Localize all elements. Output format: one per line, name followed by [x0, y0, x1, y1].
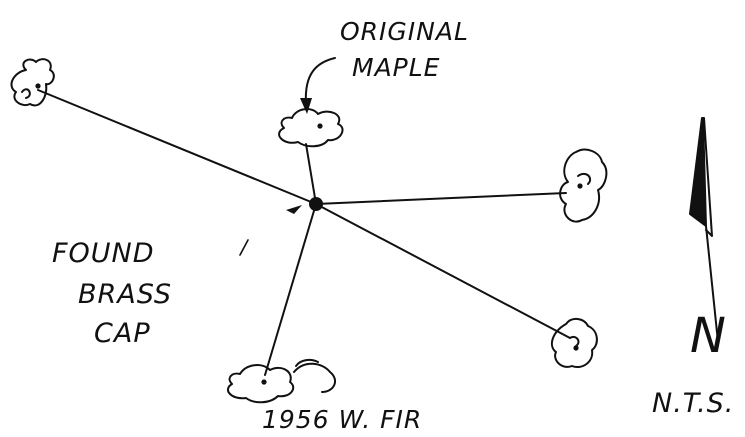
tie-lines	[37, 89, 571, 376]
tree-canopy-icon	[550, 318, 598, 368]
tie-line-northwest-tree	[37, 89, 317, 205]
fir-tree-label: 1956 W. FIR	[262, 405, 422, 434]
tie-line-east-tree	[315, 192, 567, 205]
north-arrow-letter: N	[690, 308, 727, 364]
tie-line-original-maple	[305, 143, 317, 205]
original-maple-label-line1: ORIGINAL	[340, 17, 469, 46]
stray-pen-mark	[239, 239, 249, 256]
tree-canopy-icon	[227, 358, 337, 404]
original-maple-label-line2: MAPLE	[352, 53, 440, 82]
tree-canopy-icon	[278, 108, 344, 148]
tie-line-southeast-tree	[315, 203, 571, 339]
found-brass-cap-label-line1: FOUND	[52, 238, 155, 269]
tree-canopy-icon	[10, 58, 55, 107]
tie-line-fir-tree	[264, 203, 317, 376]
scale-note: N.T.S.	[652, 388, 734, 419]
found-brass-cap-label-line2: BRASS	[78, 279, 172, 310]
brass-cap-pointer-icon	[286, 205, 302, 214]
maple-leader-arrow-icon	[300, 57, 336, 114]
found-brass-cap-label-line3: CAP	[94, 318, 151, 349]
tree-canopy-icon	[559, 148, 608, 223]
brass-cap-dot-icon	[309, 197, 323, 211]
north-arrow-icon	[689, 117, 719, 343]
